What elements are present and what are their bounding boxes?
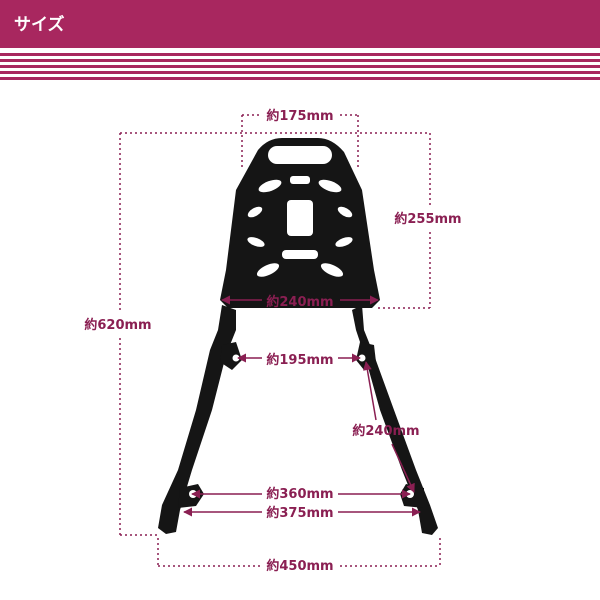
section-header: サイズ (0, 0, 600, 48)
header-stripe (0, 53, 600, 56)
label-total-height: 約620mm (84, 317, 151, 333)
dimension-lines (119, 114, 441, 567)
label-side-length: 約240mm (352, 423, 419, 439)
label-upper-height: 約255mm (394, 211, 461, 227)
rack-right-leg (352, 305, 438, 535)
header-stripe (0, 71, 600, 74)
rack-left-leg (158, 305, 236, 534)
header-stripe (0, 59, 600, 62)
label-platform-width: 約240mm (266, 294, 333, 310)
label-top-width: 約175mm (266, 108, 333, 124)
section-title: サイズ (14, 15, 65, 35)
header-stripe (0, 65, 600, 68)
label-lower-inner-width: 約360mm (266, 486, 333, 502)
rack-left-mid-bracket (220, 342, 242, 370)
label-mount-width: 約195mm (266, 352, 333, 368)
rear-carrier-rack-illustration (158, 138, 438, 535)
header-stripe (0, 77, 600, 80)
label-lower-outer-width: 約375mm (266, 505, 333, 521)
label-base-width: 約450mm (266, 558, 333, 574)
